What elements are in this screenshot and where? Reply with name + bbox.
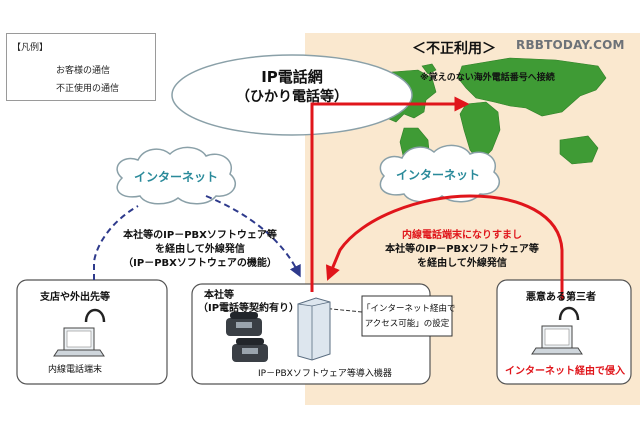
desk-phone-icon bbox=[226, 312, 262, 336]
fraud-zone-note: ※覚えのない海外電話番号へ接続 bbox=[420, 73, 555, 83]
legend-customer-label: お客様の通信 bbox=[56, 66, 111, 76]
legend-fraud-label: 不正使用の通信 bbox=[56, 84, 120, 94]
branch-device-label: 内線電話端末 bbox=[48, 365, 103, 375]
hq-subtitle: （IP電話等契約有り） bbox=[198, 303, 300, 314]
ip-network-subtitle: （ひかり電話等） bbox=[236, 89, 348, 105]
internet-right-label: インターネット bbox=[395, 168, 480, 182]
desk-phone-icon-2 bbox=[232, 338, 268, 362]
hq-device-label: IP－PBXソフトウェア等導入機器 bbox=[258, 369, 392, 379]
fraud-zone-title: ＜不正利用＞ bbox=[412, 41, 496, 57]
branch-title: 支店や外出先等 bbox=[40, 292, 110, 303]
watermark: RBBTODAY.COM bbox=[516, 38, 625, 52]
internet-cloud-right bbox=[379, 144, 500, 203]
callout-text-1: 「インターネット経由で bbox=[362, 304, 456, 314]
customer-route-text-1: 本社等のIP－PBXソフトウェア等 bbox=[123, 230, 277, 241]
fraud-route-text-3: を経由して外線発信 bbox=[417, 258, 507, 269]
callout-text-2: アクセス可能」の設定 bbox=[364, 319, 450, 329]
attacker-laptop-icon bbox=[531, 325, 583, 355]
attacker-action: インターネット経由で侵入 bbox=[505, 366, 625, 377]
fraud-route-text-2: 本社等のIP－PBXソフトウェア等 bbox=[385, 244, 539, 255]
customer-route-text-2: を経由して外線発信 bbox=[155, 244, 245, 255]
legend bbox=[6, 33, 156, 101]
customer-route-line bbox=[93, 205, 139, 280]
server-icon bbox=[297, 297, 331, 361]
legend-title: 【凡例】 bbox=[12, 43, 49, 53]
attacker-headset-icon bbox=[558, 306, 580, 321]
fraud-route-to-network bbox=[310, 96, 470, 292]
callout-box bbox=[361, 295, 453, 337]
hq-title: 本社等 bbox=[204, 290, 234, 301]
internet-cloud-left bbox=[116, 146, 236, 205]
headset-icon bbox=[84, 308, 106, 323]
ip-network-title: IP電話網 bbox=[261, 68, 323, 86]
ip-network-ellipse bbox=[171, 54, 413, 136]
fraud-route-from-attacker bbox=[325, 194, 564, 300]
customer-route-line-2 bbox=[205, 195, 301, 278]
customer-route-text-3: （IP－PBXソフトウェアの機能） bbox=[123, 258, 277, 269]
fraud-route-text-1: 内線電話端末になりすまし bbox=[402, 230, 522, 241]
attacker-title: 悪意ある第三者 bbox=[526, 292, 596, 303]
laptop-icon bbox=[53, 327, 105, 357]
internet-left-label: インターネット bbox=[133, 170, 218, 184]
